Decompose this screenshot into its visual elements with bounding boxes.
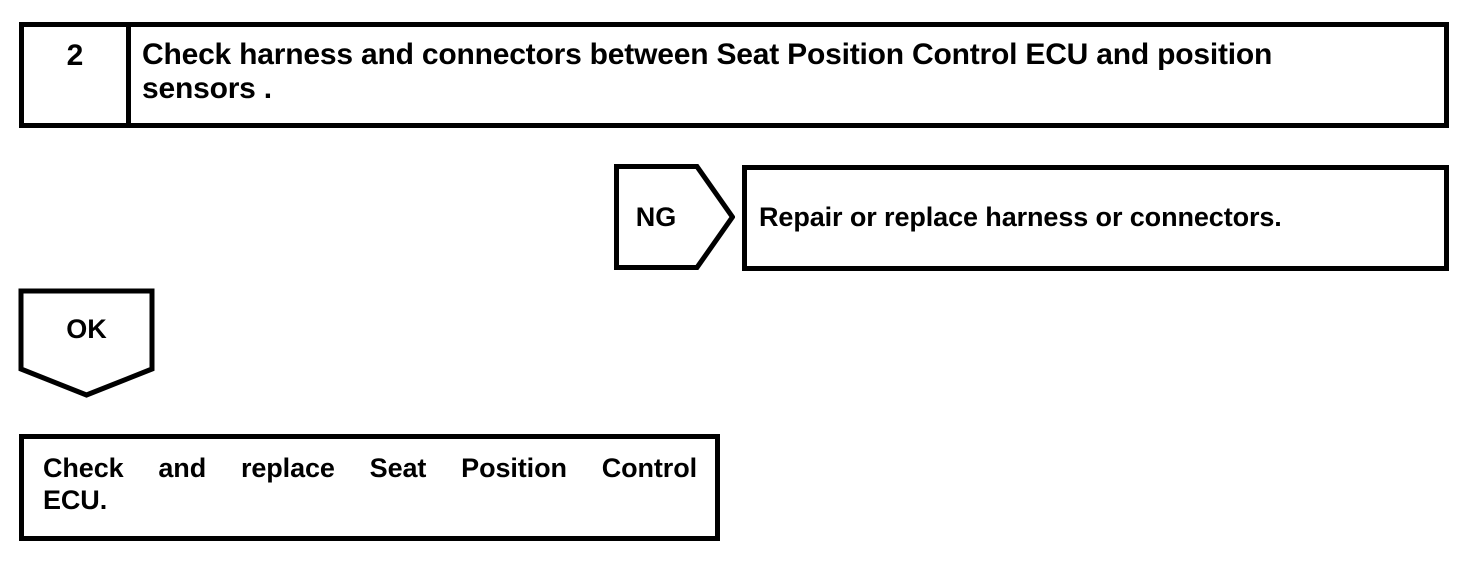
ok-branch-pentagon bbox=[18, 288, 155, 398]
step-instruction-text: Check harness and connectors between Sea… bbox=[142, 38, 1273, 105]
ng-branch-chevron bbox=[614, 164, 735, 270]
ok-result-line-1: Check and replace Seat Position Control bbox=[43, 453, 697, 483]
step-instruction-cell: Check harness and connectors between Sea… bbox=[131, 27, 1444, 123]
ok-result-box: Check and replace Seat Position Control … bbox=[19, 434, 720, 541]
step-number-cell: 2 bbox=[24, 27, 131, 123]
step-row: 2 Check harness and connectors between S… bbox=[19, 22, 1449, 128]
ok-result-text: Check and replace Seat Position Control … bbox=[43, 452, 697, 517]
step-number: 2 bbox=[66, 39, 84, 72]
ng-result-text: Repair or replace harness or connectors. bbox=[759, 202, 1282, 233]
ok-result-line-2: ECU. bbox=[43, 485, 108, 516]
ng-result-box: Repair or replace harness or connectors. bbox=[742, 165, 1449, 271]
